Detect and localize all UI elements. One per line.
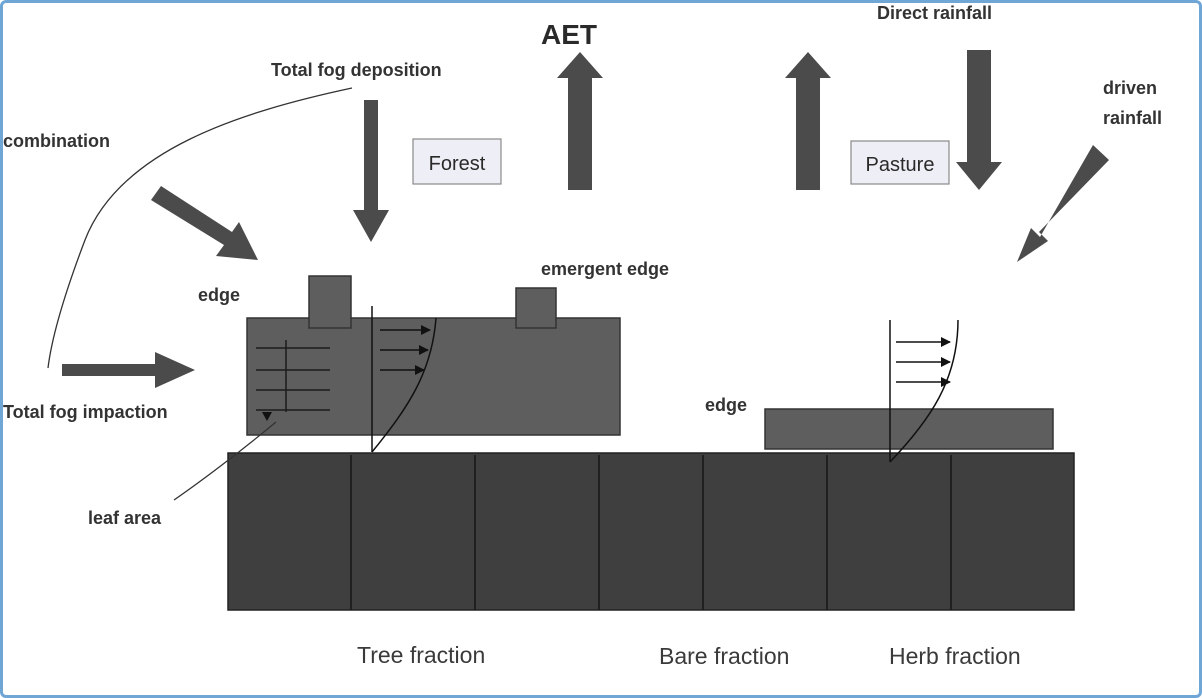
driven-rainfall-label-2: rainfall — [1103, 108, 1162, 128]
edge-left-label: edge — [198, 285, 240, 305]
herb-canopy — [764, 319, 1054, 463]
aet-label: AET — [541, 19, 597, 50]
fog-impaction-arrow-right — [62, 352, 195, 388]
fog-deposition-arrow-down — [353, 100, 389, 242]
herb-fraction-label: Herb fraction — [889, 643, 1021, 669]
forest-label: Forest — [429, 153, 486, 175]
forest-canopy — [246, 275, 621, 453]
edge-herb-label: edge — [705, 395, 747, 415]
forest-wind-profile — [371, 317, 437, 453]
direct-rainfall-label: Direct rainfall — [877, 3, 992, 23]
tree-fraction-label: Tree fraction — [357, 642, 485, 668]
leaf-area-pointer — [173, 421, 277, 501]
combination-curve — [47, 87, 353, 369]
bare-fraction-label: Bare fraction — [659, 643, 789, 669]
direct-rainfall-arrow-down — [956, 50, 1002, 190]
herb-rect — [764, 408, 1054, 450]
soil-block — [227, 452, 1075, 611]
emergent-tree-right — [515, 287, 557, 329]
emergent-tree-left — [308, 275, 352, 329]
total-fog-impaction-label: Total fog impaction — [3, 402, 168, 422]
combination-label: combination — [3, 131, 110, 151]
leaf-marker — [262, 412, 272, 421]
driven-rainfall-arrow — [1017, 145, 1109, 262]
aet-forest-arrow-up — [557, 52, 603, 190]
forest-label-box: Forest — [412, 138, 502, 185]
pasture-label: Pasture — [866, 154, 935, 176]
combination-arrow — [151, 186, 258, 260]
total-fog-deposition-label: Total fog deposition — [271, 60, 442, 80]
pasture-label-box: Pasture — [850, 140, 950, 185]
soil-rect — [227, 452, 1075, 611]
herb-wind-profile — [889, 319, 959, 463]
emergent-edge-label: emergent edge — [541, 259, 669, 279]
flux-arrows — [62, 50, 1109, 388]
aet-pasture-arrow-up — [785, 52, 831, 190]
leaf-area-label: leaf area — [88, 508, 162, 528]
driven-rainfall-label-1: driven — [1103, 78, 1157, 98]
